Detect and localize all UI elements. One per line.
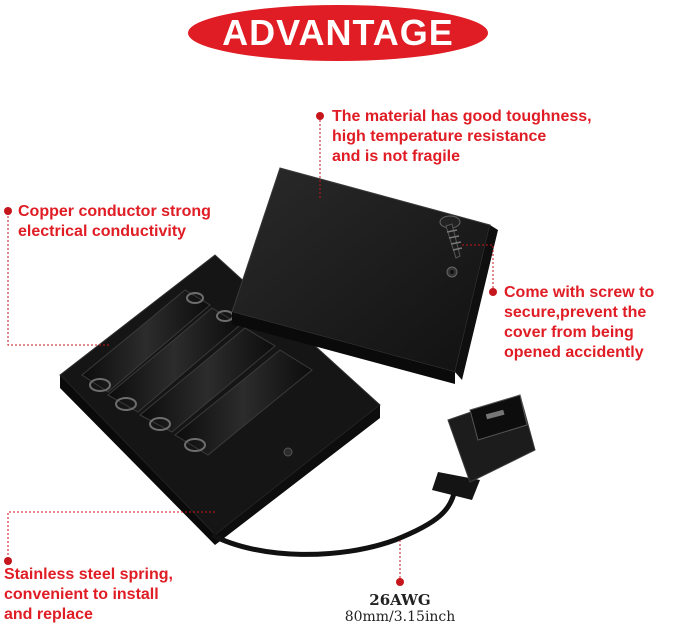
spring-line-3: and replace	[4, 606, 93, 623]
screw	[439, 215, 463, 259]
screw-line-2: secure,prevent the	[504, 304, 647, 321]
screw-callout: Come with screw to secure,prevent the co…	[504, 283, 654, 363]
material-line-2: high temperature resistance	[332, 128, 547, 145]
conductor-line-1: Copper conductor strong	[18, 203, 211, 220]
conductor-dot	[4, 207, 12, 215]
material-line-1: The material has good toughness,	[332, 108, 592, 125]
battery-tray	[59, 254, 381, 545]
wire-spec: 26AWG 80mm/3.15inch	[330, 592, 470, 626]
advantage-banner: ADVANTAGE	[188, 5, 488, 61]
spring-callout: Stainless steel spring, convenient to in…	[4, 565, 173, 625]
conductor-callout: Copper conductor strong electrical condu…	[18, 202, 211, 242]
screw-line-3: cover from being	[504, 324, 634, 341]
screw-dot	[489, 288, 497, 296]
usb-connector	[432, 394, 536, 500]
material-callout: The material has good toughness, high te…	[332, 107, 592, 167]
leader-lines	[7, 120, 494, 578]
conductor-line-2: electrical conductivity	[18, 223, 187, 240]
wire-length: 80mm/3.15inch	[344, 609, 456, 625]
wire-dot	[396, 578, 404, 586]
banner-title: ADVANTAGE	[222, 12, 454, 53]
spring-line-2: convenient to install	[4, 586, 159, 603]
spring-line-1: Stainless steel spring,	[4, 566, 173, 583]
battery-slots	[81, 289, 313, 456]
material-dot	[316, 112, 324, 120]
screw-line-1: Come with screw to	[504, 284, 655, 301]
battery-cover	[231, 167, 498, 384]
wire-gauge: 26AWG	[369, 591, 431, 609]
cable	[210, 489, 458, 557]
screw-line-4: opened accidently	[504, 344, 644, 361]
material-line-3: and is not fragile	[332, 148, 461, 165]
spring-contacts	[89, 292, 234, 452]
spring-dot	[4, 557, 12, 565]
